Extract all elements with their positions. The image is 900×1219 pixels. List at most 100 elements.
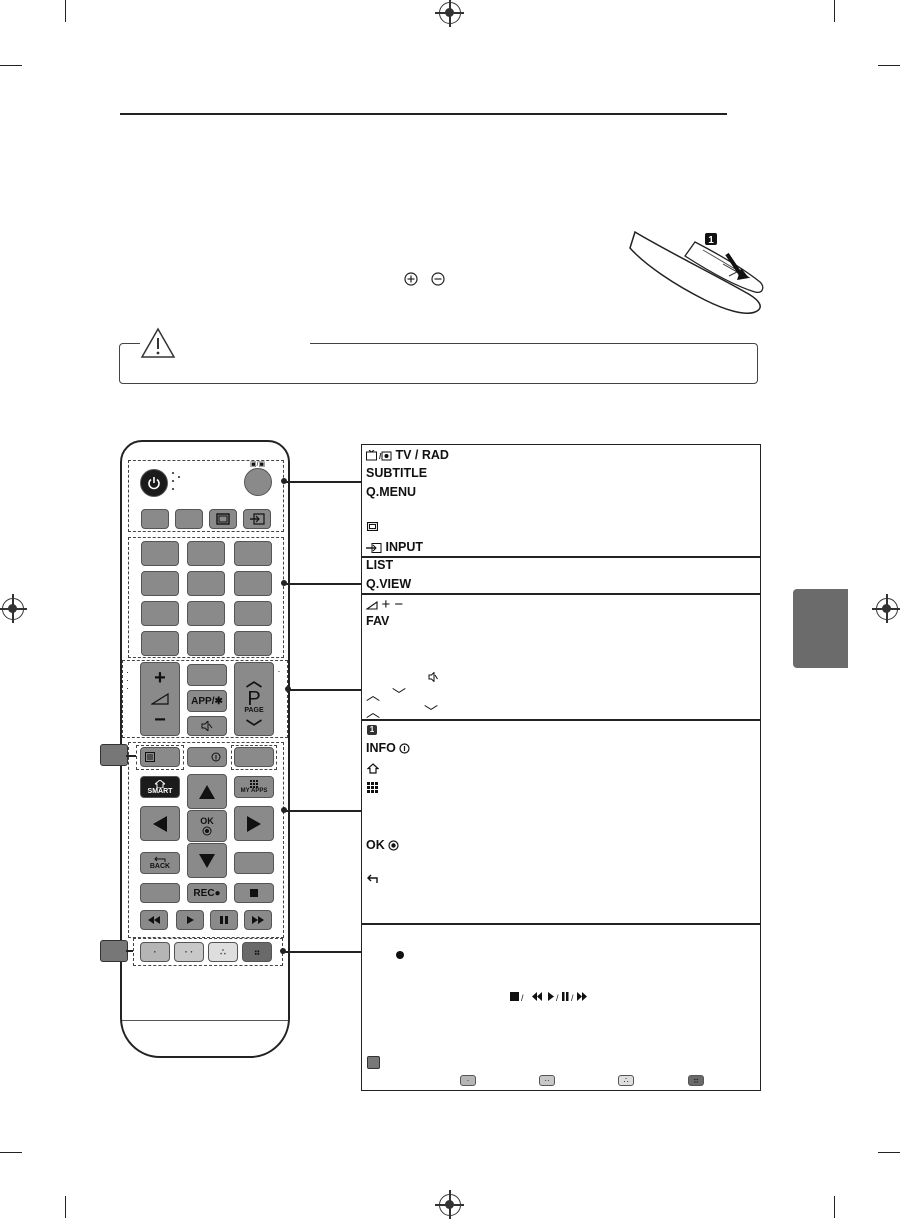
- blue-key[interactable]: ⠶: [242, 942, 272, 962]
- legend-qview: Q.VIEW: [366, 577, 412, 591]
- leader-line: [126, 755, 136, 757]
- legend-separator: [362, 719, 760, 721]
- play-button[interactable]: [176, 910, 204, 930]
- legend-page-down-caret: ﹀: [424, 704, 438, 720]
- number-key[interactable]: [187, 601, 225, 626]
- callout-badge-1: [100, 744, 128, 766]
- subtitle-button[interactable]: [141, 509, 169, 529]
- legend-up-caret: ︿: [366, 687, 380, 703]
- power-button[interactable]: [140, 469, 168, 497]
- legend-badge-2: [367, 1056, 380, 1069]
- list-button[interactable]: [141, 631, 179, 656]
- number-key[interactable]: [234, 601, 272, 626]
- input-button[interactable]: [243, 509, 271, 529]
- legend-down-caret: ﹀: [392, 687, 406, 703]
- caution-box: [119, 343, 758, 384]
- number-key[interactable]: [141, 601, 179, 626]
- legend-green-key: ··: [539, 1075, 555, 1086]
- group-navigation: [128, 742, 284, 938]
- remote-battery-illustration: 1: [629, 230, 764, 314]
- rewind-button[interactable]: [140, 910, 168, 930]
- fast-forward-icon: [252, 916, 264, 924]
- legend-separator: [362, 923, 760, 925]
- mute-button[interactable]: [187, 716, 227, 736]
- arrow-up-button[interactable]: [187, 774, 227, 809]
- arrow-left-button[interactable]: [140, 806, 180, 841]
- legend-separator: [362, 556, 760, 558]
- page-dots: · ·: [272, 666, 281, 676]
- svg-text:/: /: [571, 993, 574, 1002]
- crop-mark: [65, 0, 66, 22]
- page-rocker[interactable]: ︿ P PAGE ﹀: [234, 662, 274, 737]
- group-numpad: [128, 537, 284, 658]
- legend-qmenu: Q.MENU: [366, 485, 416, 499]
- guide-button[interactable]: [234, 852, 274, 874]
- volume-rocker[interactable]: + −: [140, 662, 180, 736]
- legend-tv-rad-row: / TV / RAD: [366, 448, 449, 462]
- info-button[interactable]: [187, 747, 227, 767]
- live-tv-button[interactable]: [234, 747, 274, 767]
- legend-info: INFO: [366, 741, 396, 755]
- back-button[interactable]: BACK: [140, 852, 180, 874]
- my-apps-label: MY APPS: [240, 788, 268, 794]
- volume-minus-icon: −: [154, 709, 166, 731]
- leader-dot: [281, 807, 287, 813]
- number-key[interactable]: [234, 541, 272, 566]
- number-key[interactable]: [187, 631, 225, 656]
- red-key[interactable]: ·: [140, 942, 170, 962]
- tv-rad-small-icon: ▣/▣: [250, 461, 266, 468]
- crop-mark: [878, 65, 900, 66]
- qview-button[interactable]: [234, 631, 272, 656]
- arrow-right-button[interactable]: [234, 806, 274, 841]
- registration-mark-top: [435, 0, 464, 27]
- rec-button[interactable]: REC●: [187, 883, 227, 903]
- volume-dots: ···: [126, 667, 129, 693]
- group-power: [128, 460, 284, 532]
- number-key[interactable]: [187, 571, 225, 596]
- chapter-tab: [793, 589, 848, 668]
- key-legend: / TV / RAD SUBTITLE Q.MENU INPUT LIST Q.…: [361, 444, 761, 1091]
- aspect-button[interactable]: [209, 509, 237, 529]
- ad-button[interactable]: [140, 883, 180, 903]
- remote-bottom-edge: [122, 1020, 288, 1051]
- stop-button[interactable]: [234, 883, 274, 903]
- legend-info-row: INFO: [366, 741, 410, 755]
- fast-forward-button[interactable]: [244, 910, 272, 930]
- number-key[interactable]: [141, 541, 179, 566]
- arrow-down-icon: [199, 853, 215, 868]
- legend-back-icon: [367, 874, 378, 883]
- leader-line: [284, 583, 361, 585]
- header-rule: [120, 113, 727, 115]
- teletext-button[interactable]: [140, 747, 180, 767]
- arrow-down-button[interactable]: [187, 843, 227, 878]
- smart-button[interactable]: SMART: [140, 776, 180, 798]
- page-p-label: P: [247, 688, 261, 710]
- number-key[interactable]: [141, 571, 179, 596]
- yellow-key[interactable]: ∴: [208, 942, 238, 962]
- fav-button[interactable]: [187, 664, 227, 686]
- pause-button[interactable]: [210, 910, 238, 930]
- legend-fav: FAV: [366, 614, 390, 628]
- svg-text:/: /: [379, 452, 382, 461]
- green-key[interactable]: · ·: [174, 942, 204, 962]
- legend-input-icon: [366, 542, 382, 553]
- power-icon: [148, 477, 160, 490]
- group-live: [231, 745, 277, 770]
- number-key[interactable]: [234, 571, 272, 596]
- qmenu-button[interactable]: [175, 509, 203, 529]
- info-icon: [211, 752, 221, 762]
- tv-rad-button[interactable]: [244, 468, 272, 496]
- leader-line: [283, 951, 361, 953]
- number-key[interactable]: [187, 541, 225, 566]
- legend-ok: OK: [366, 838, 385, 852]
- crop-mark: [878, 1152, 900, 1153]
- my-apps-button[interactable]: MY APPS: [234, 776, 274, 798]
- mute-icon: [201, 721, 213, 731]
- ok-button[interactable]: OK: [187, 810, 227, 842]
- app-button[interactable]: APP/✱: [187, 690, 227, 712]
- legend-ok-icon: [388, 840, 399, 851]
- legend-rec-dot: [396, 951, 404, 959]
- leader-line: [126, 950, 133, 952]
- page-down-icon: ﹀: [245, 720, 262, 737]
- leader-line: [284, 481, 361, 483]
